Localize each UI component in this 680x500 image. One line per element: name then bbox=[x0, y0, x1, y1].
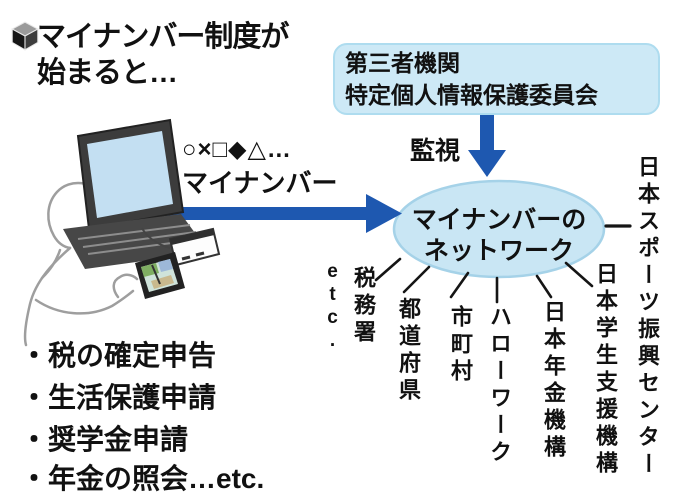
commission-panel: 第三者機関 特定個人情報保護委員会 bbox=[333, 43, 660, 115]
page-title-line1: マイナンバー制度が bbox=[37, 21, 289, 53]
org-label-etc: etc. bbox=[322, 261, 343, 353]
use-case-item-pension: ・年金の照会…etc. bbox=[20, 463, 265, 494]
smartphone-illustration bbox=[135, 252, 185, 299]
card-reader-illustration bbox=[141, 227, 221, 267]
org-label-sport-council: 日本スポーツ振興センター bbox=[635, 155, 660, 479]
person-illustration bbox=[23, 181, 139, 347]
connector-lines bbox=[374, 224, 632, 304]
use-case-item-tax: ・税の確定申告 bbox=[20, 340, 217, 371]
network-label-line1: マイナンバーの bbox=[411, 206, 587, 234]
org-label-prefectures: 都道府県 bbox=[396, 297, 421, 405]
surveillance-arrow bbox=[468, 114, 506, 177]
network-ellipse-shape bbox=[392, 179, 606, 279]
send-arrow bbox=[166, 194, 402, 233]
page-title-line2: 始まると… bbox=[37, 57, 178, 89]
org-label-municipalities: 市町村 bbox=[448, 305, 473, 386]
commission-line2: 特定個人情報保護委員会 bbox=[345, 82, 598, 108]
mynumber-symbols: ○×□◆△… bbox=[182, 136, 292, 163]
commission-line1: 第三者機関 bbox=[345, 50, 460, 76]
use-case-item-scholarship: ・奨学金申請 bbox=[20, 424, 189, 455]
network-label-line2: ネットワーク bbox=[423, 237, 574, 265]
org-label-pension-service: 日本年金機構 bbox=[541, 300, 566, 462]
surveillance-label: 監視 bbox=[410, 137, 461, 165]
org-label-hello-work: ハローワーク bbox=[487, 305, 512, 467]
org-label-student-services: 日本学生支援機構 bbox=[593, 262, 618, 478]
use-case-item-welfare: ・生活保護申請 bbox=[20, 382, 217, 413]
org-label-tax-office: 税務署 bbox=[351, 266, 376, 347]
mynumber-label: マイナンバー bbox=[182, 168, 338, 198]
cube-icon bbox=[11, 21, 39, 51]
